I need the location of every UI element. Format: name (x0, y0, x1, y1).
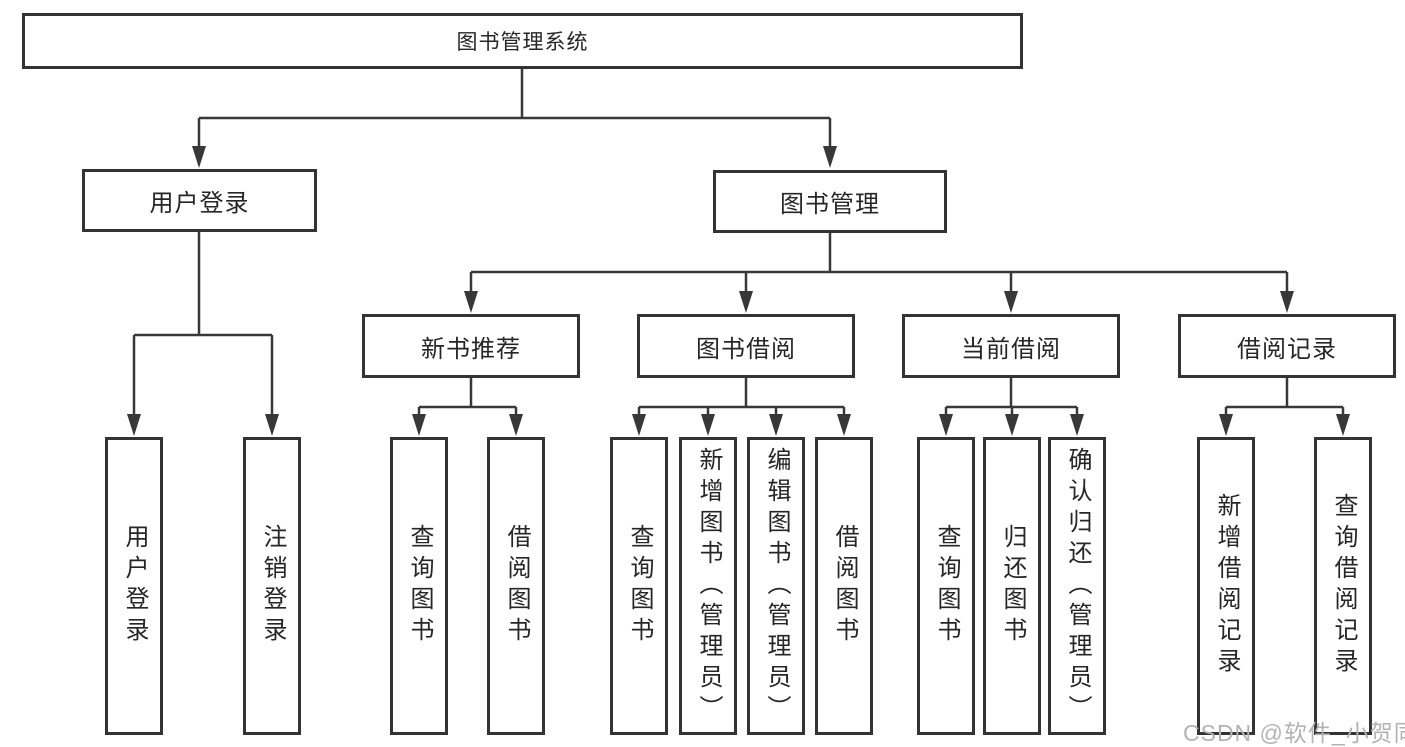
node-label: 新书推荐 (421, 335, 521, 363)
node-book-management: 图书管理 (713, 170, 947, 233)
leaf-logout: 注销登录 (243, 437, 301, 735)
leaf-label: 查询借阅记录 (1330, 493, 1357, 679)
node-label: 用户登录 (149, 190, 250, 217)
leaf-label: 归还图书 (999, 524, 1026, 648)
leaf-label: 编辑图书（管理员） (763, 446, 790, 726)
csdn-watermark: CSDN @软件_小贺同学 (1183, 720, 1405, 746)
leaf-label: 查询图书 (626, 524, 653, 648)
leaf-label: 借阅图书 (503, 524, 530, 648)
leaf-add-books-admin: 新增图书（管理员） (679, 437, 737, 735)
leaf-edit-books-admin: 编辑图书（管理员） (747, 437, 805, 735)
node-label: 图书借阅 (696, 335, 796, 363)
leaf-query-books: 查询图书 (610, 437, 668, 735)
leaf-query-books: 查询图书 (917, 437, 975, 735)
leaf-label: 查询图书 (933, 524, 960, 648)
node-label: 图书管理 (780, 191, 880, 218)
leaf-label: 查询图书 (406, 524, 433, 648)
node-label: 当前借阅 (961, 335, 1061, 363)
leaf-confirm-return-admin: 确认归还（管理员） (1048, 437, 1106, 735)
node-current-borrow: 当前借阅 (902, 314, 1120, 378)
node-borrow-records: 借阅记录 (1178, 314, 1396, 378)
arrowheads (127, 146, 1350, 436)
leaf-borrow-books: 借阅图书 (815, 437, 873, 735)
leaf-query-borrow-record: 查询借阅记录 (1314, 437, 1372, 735)
leaf-label: 注销登录 (259, 524, 286, 648)
leaf-user-login: 用户登录 (105, 437, 163, 735)
node-book-borrow: 图书借阅 (637, 314, 855, 378)
node-library-management-system: 图书管理系统 (22, 13, 1023, 69)
leaf-borrow-books: 借阅图书 (487, 437, 545, 735)
node-label: 图书管理系统 (456, 31, 589, 54)
node-label: 借阅记录 (1237, 335, 1337, 363)
leaf-return-books: 归还图书 (983, 437, 1041, 735)
leaf-label: 确认归还（管理员） (1064, 446, 1091, 726)
leaf-label: 新增图书（管理员） (695, 446, 722, 726)
leaf-label: 借阅图书 (831, 524, 858, 648)
node-new-book-recommend: 新书推荐 (362, 314, 580, 378)
leaf-label: 新增借阅记录 (1213, 493, 1240, 679)
node-user-login: 用户登录 (82, 169, 317, 232)
leaf-add-borrow-record: 新增借阅记录 (1197, 437, 1255, 735)
leaf-label: 用户登录 (121, 524, 148, 648)
leaf-query-books: 查询图书 (390, 437, 448, 735)
